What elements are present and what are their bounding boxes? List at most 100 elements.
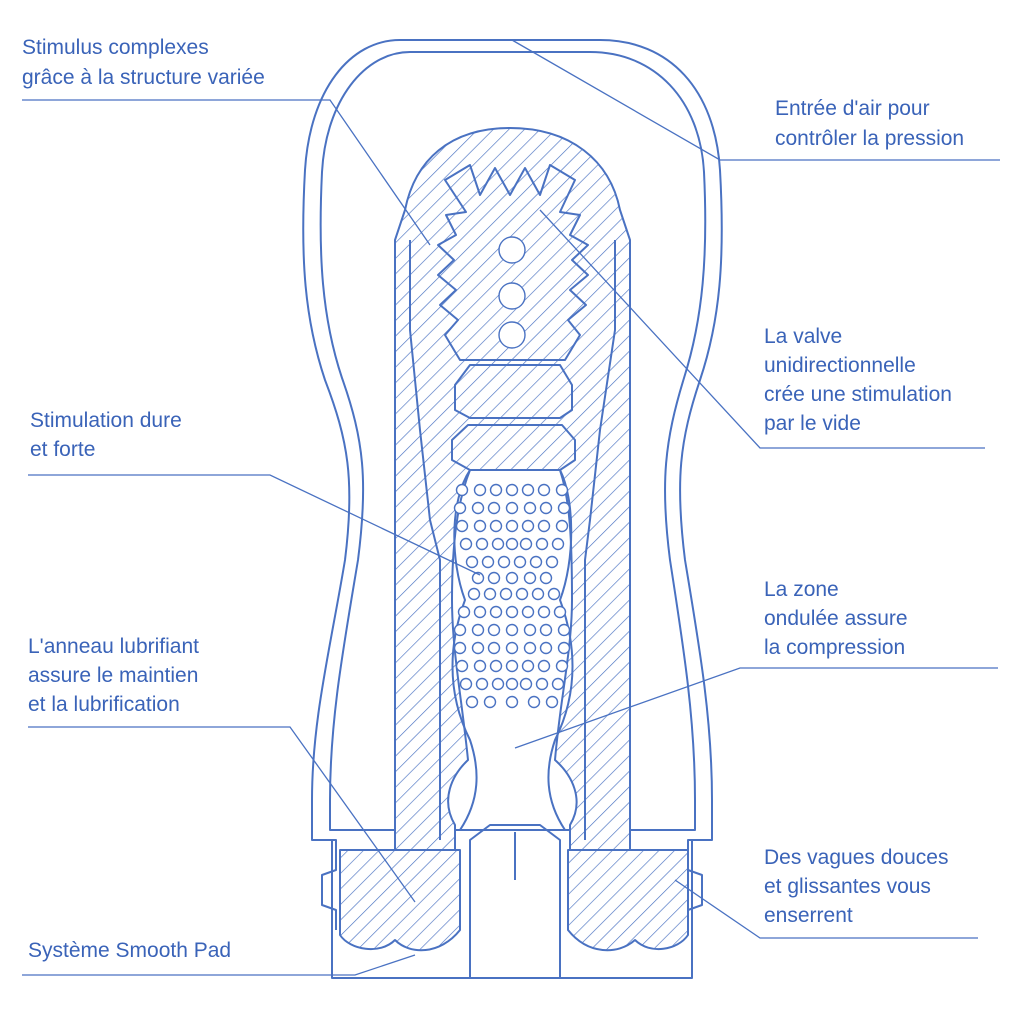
texture-nub	[535, 537, 549, 551]
texture-nub	[527, 695, 541, 709]
texture-nub	[523, 641, 537, 655]
texture-nub	[465, 695, 479, 709]
texture-nub	[535, 677, 549, 691]
texture-nub	[537, 519, 551, 533]
base-cap-center	[469, 824, 561, 978]
texture-nub	[473, 483, 487, 497]
texture-nub	[473, 519, 487, 533]
texture-nub	[475, 677, 489, 691]
texture-nub	[465, 555, 479, 569]
texture-nub	[557, 641, 571, 655]
texture-nub	[521, 519, 535, 533]
texture-nub	[537, 605, 551, 619]
texture-nub	[505, 623, 519, 637]
texture-nub	[457, 605, 471, 619]
texture-nub	[557, 623, 571, 637]
texture-nub	[557, 501, 571, 515]
texture-nub	[547, 587, 561, 601]
texture-nub	[453, 623, 467, 637]
texture-nub	[539, 641, 553, 655]
texture-nub	[505, 571, 519, 585]
texture-nub	[551, 537, 565, 551]
valve-holes	[498, 236, 526, 349]
texture-nub	[523, 501, 537, 515]
texture-nub	[519, 677, 533, 691]
inner-case-outline	[319, 51, 707, 831]
texture-nub	[521, 483, 535, 497]
texture-nub	[453, 641, 467, 655]
texture-nub	[489, 483, 503, 497]
label-stimulus: Stimulus complexes grâce à la structure …	[22, 36, 265, 89]
texture-nub	[545, 695, 559, 709]
textured-channel	[451, 469, 574, 831]
texture-nub	[497, 555, 511, 569]
texture-nub	[475, 537, 489, 551]
texture-nub	[471, 641, 485, 655]
texture-nub	[529, 555, 543, 569]
texture-nub	[481, 555, 495, 569]
texture-nub	[471, 501, 485, 515]
texture-nub	[483, 695, 497, 709]
texture-nub	[471, 571, 485, 585]
texture-nub	[505, 501, 519, 515]
texture-nub	[505, 519, 519, 533]
texture-nub	[459, 537, 473, 551]
label-smooth-pad: Système Smooth Pad	[28, 939, 231, 962]
texture-nub	[471, 623, 485, 637]
texture-nub	[489, 519, 503, 533]
texture-nub	[521, 659, 535, 673]
texture-nub	[491, 677, 505, 691]
texture-nub	[521, 605, 535, 619]
texture-nub	[473, 605, 487, 619]
texture-nub	[515, 587, 529, 601]
texture-nub	[505, 677, 519, 691]
texture-nub	[487, 501, 501, 515]
base-clip-right	[687, 839, 703, 930]
texture-nub	[555, 659, 569, 673]
texture-nub	[455, 483, 469, 497]
base-pad-left	[339, 849, 461, 952]
texture-nub	[489, 605, 503, 619]
texture-nub	[539, 623, 553, 637]
texture-nub	[539, 571, 553, 585]
nub-texture	[453, 483, 571, 709]
texture-nub	[531, 587, 545, 601]
texture-nub	[467, 587, 481, 601]
label-wave-zone: La zone ondulée assure la compression	[764, 578, 913, 659]
texture-nub	[473, 659, 487, 673]
texture-nub	[455, 519, 469, 533]
head-cavity	[437, 164, 589, 361]
texture-nub	[539, 501, 553, 515]
texture-nub	[487, 571, 501, 585]
texture-nub	[545, 555, 559, 569]
sleeve-inner-contour-right	[584, 240, 616, 840]
texture-nub	[537, 483, 551, 497]
texture-nub	[537, 659, 551, 673]
base-pad-right	[567, 849, 689, 952]
texture-nub	[455, 659, 469, 673]
label-air-inlet: Entrée d'air pour contrôler la pression	[775, 97, 964, 150]
label-hard-stimulation: Stimulation dure et forte	[30, 409, 188, 461]
texture-nub	[505, 659, 519, 673]
label-soft-waves: Des vagues douces et glissantes vous ens…	[764, 846, 954, 927]
texture-nub	[487, 641, 501, 655]
texture-nub	[499, 587, 513, 601]
texture-nub	[489, 659, 503, 673]
valve-ring-upper	[454, 364, 573, 419]
texture-nub	[487, 623, 501, 637]
texture-nub	[523, 623, 537, 637]
label-lubricant-ring: L'anneau lubrifiant assure le maintien e…	[28, 635, 205, 716]
sleeve-inner-contour-left	[409, 240, 441, 840]
texture-nub	[505, 695, 519, 709]
texture-nub	[459, 677, 473, 691]
label-valve: La valve unidirectionnelle crée une stim…	[764, 325, 958, 435]
texture-nub	[555, 483, 569, 497]
texture-nub	[553, 605, 567, 619]
texture-nub	[555, 519, 569, 533]
leader-lines	[22, 39, 1000, 976]
texture-nub	[505, 641, 519, 655]
texture-nub	[483, 587, 497, 601]
texture-nub	[551, 677, 565, 691]
texture-nub	[505, 483, 519, 497]
